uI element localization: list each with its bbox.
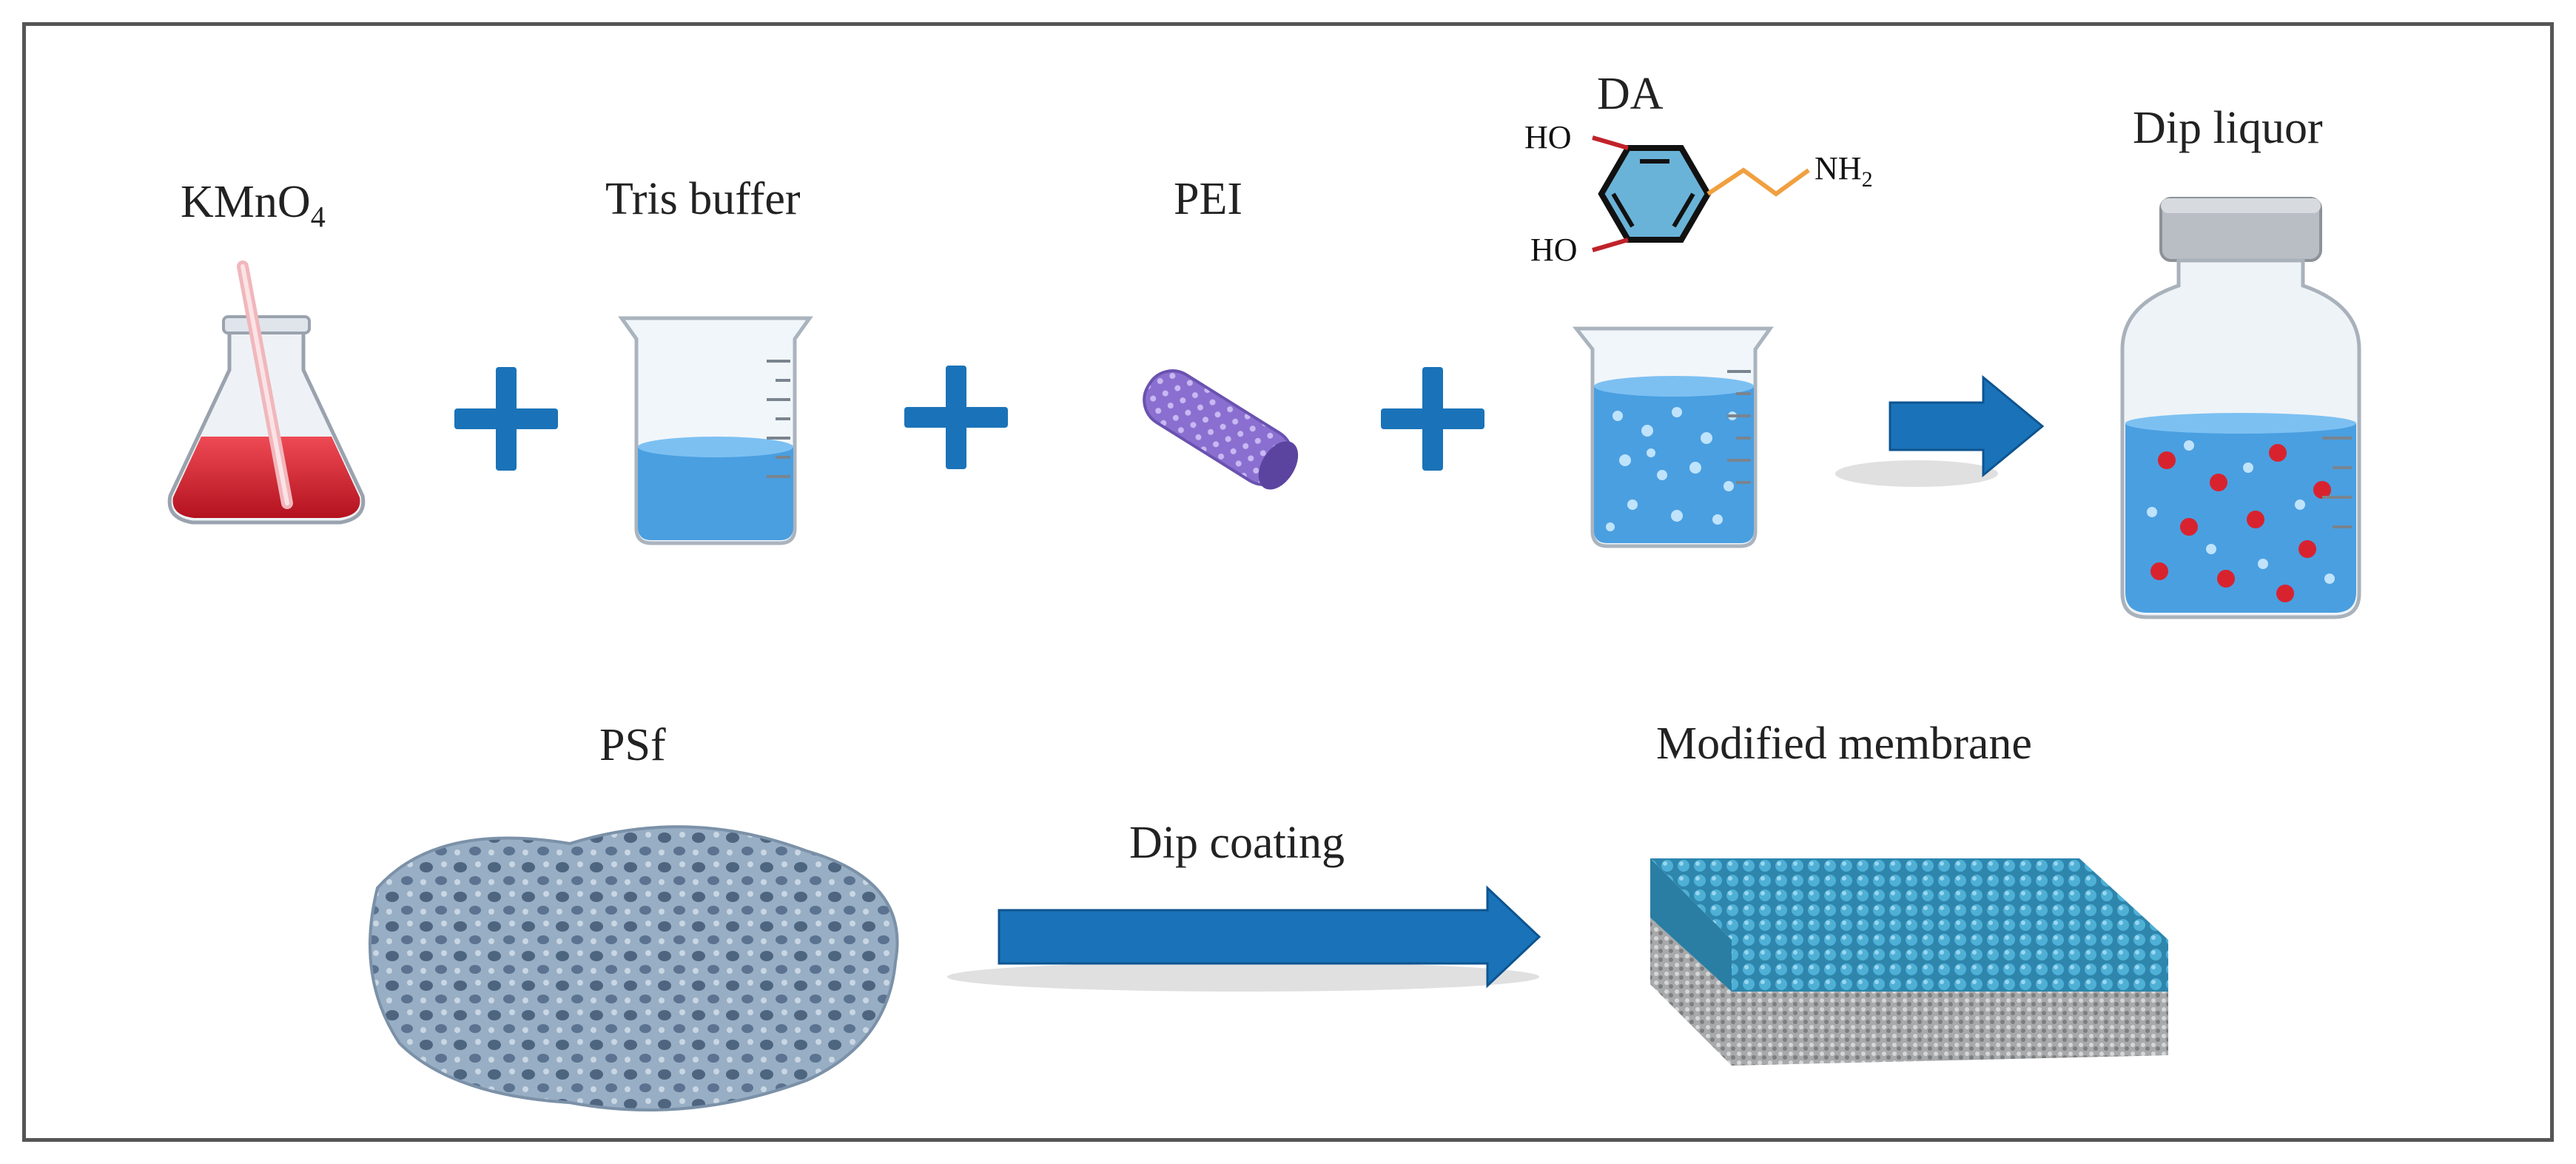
- dip-coating-label: Dip coating: [1129, 818, 1345, 868]
- vial-icon: [2120, 197, 2361, 619]
- da-label: DA: [1597, 69, 1664, 119]
- figure-frame: [22, 22, 2554, 1142]
- pei-label: PEI: [1174, 174, 1242, 224]
- pei-polymer-icon: [1143, 369, 1299, 490]
- plus-sign: [454, 367, 558, 471]
- erlenmeyer-flask-icon: [167, 260, 366, 525]
- beaker-icon: [618, 316, 813, 545]
- modified-membrane-icon: [1650, 858, 2168, 1066]
- plus-sign: [904, 366, 1008, 469]
- kmno4-label: KMnO4: [181, 177, 326, 234]
- psf-label: PSf: [599, 720, 666, 770]
- molecule-ho-top: HO: [1524, 119, 1572, 155]
- molecule-ho-bottom: HO: [1530, 232, 1578, 268]
- arrow-right-icon: [1835, 374, 2045, 487]
- plus-sign: [1381, 367, 1484, 471]
- arrow-right-icon: [947, 885, 1541, 992]
- dip-liquor-label: Dip liquor: [2133, 103, 2323, 153]
- dopamine-structure: HO HO NH2: [1524, 119, 1873, 268]
- psf-porous-membrane-icon: [369, 825, 899, 1111]
- molecule-nh2: NH2: [1815, 150, 1873, 192]
- beaker-icon: [1572, 326, 1774, 548]
- tris-buffer-label: Tris buffer: [605, 174, 801, 224]
- modified-membrane-label: Modified membrane: [1656, 719, 2032, 769]
